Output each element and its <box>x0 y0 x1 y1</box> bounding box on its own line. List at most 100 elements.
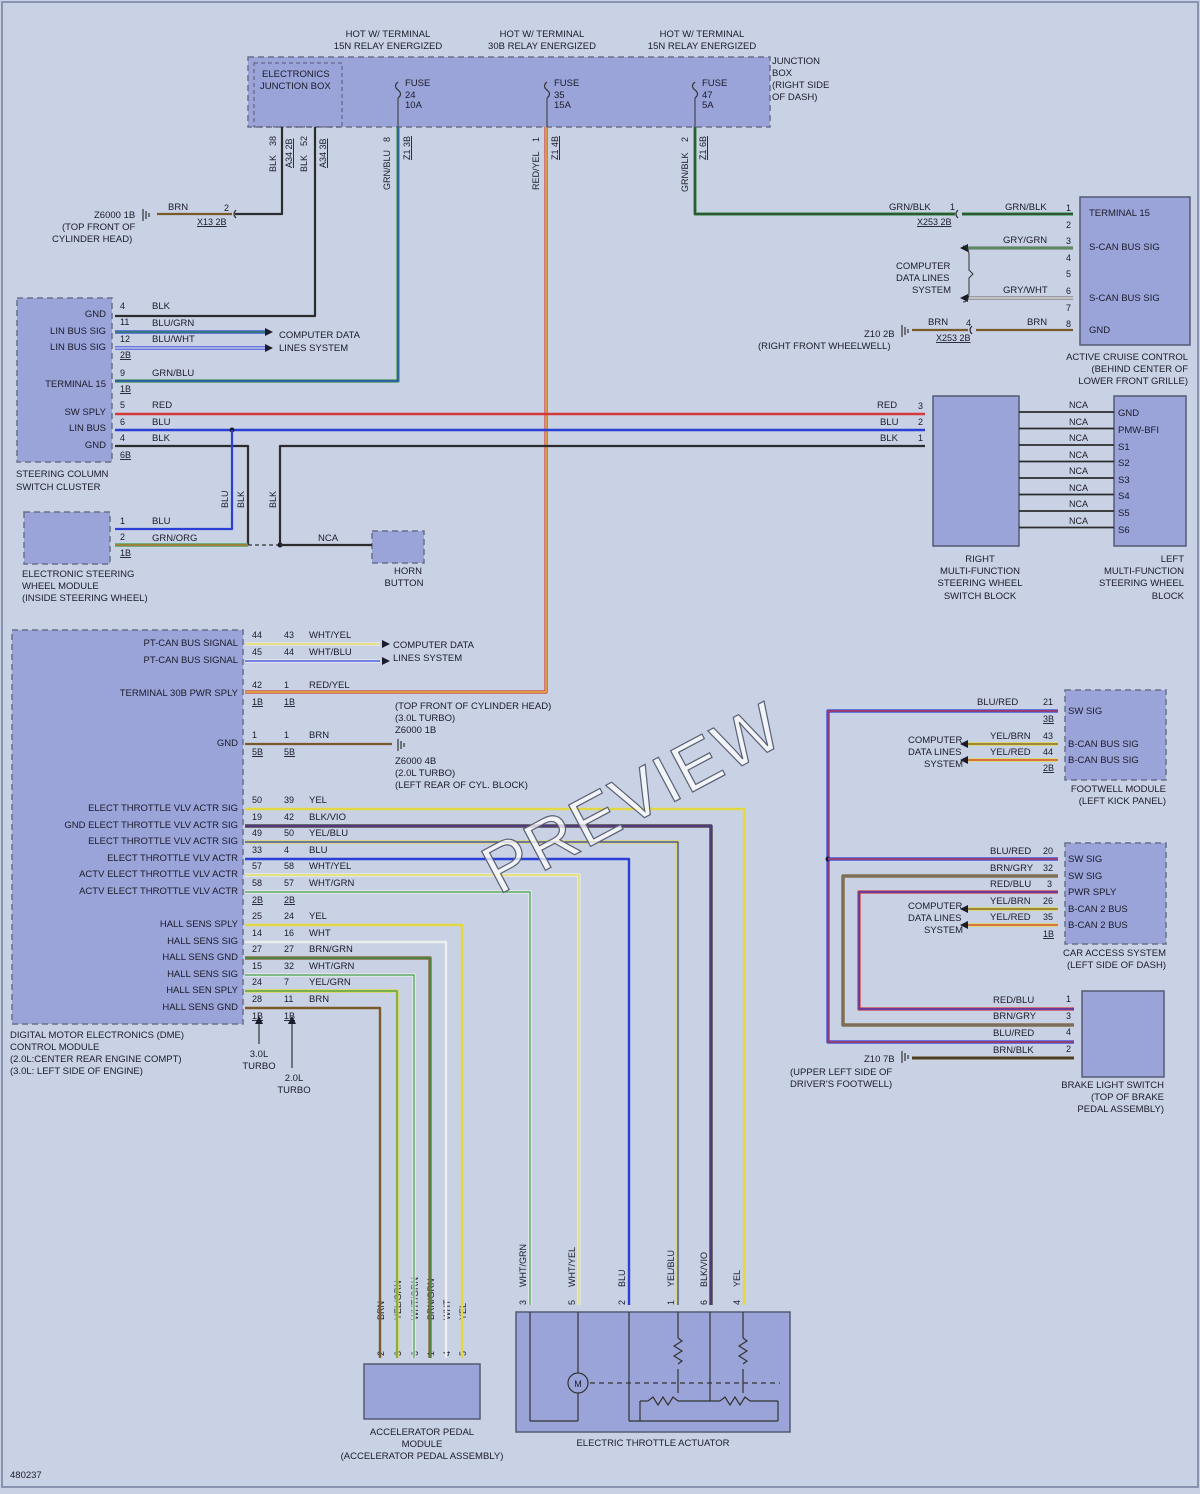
steering-column-switch-cluster: GND LIN BUS SIG LIN BUS SIG TERMINAL 15 … <box>16 297 361 493</box>
scc-label-lin1: LIN BUS SIG <box>50 326 106 337</box>
lmf-name-3: STEERING WHEEL <box>1099 578 1184 589</box>
dme-row-wire: RED/YEL <box>309 680 350 691</box>
fw-cds-2: DATA LINES <box>908 747 962 758</box>
wire-brngry-cas-bls-stripe <box>842 875 1074 1026</box>
eta-name: ELECTRIC THROTTLE ACTUATOR <box>576 1438 729 1449</box>
jb-conn-z1-3b: Z1 3B <box>402 136 412 160</box>
dme-row-label: ELECT THROTTLE VLV ACTR SIG <box>88 836 238 847</box>
fuse-24: FUSE 24 10A <box>394 78 430 111</box>
dme-row-label: TERMINAL 30B PWR SPLY <box>120 688 239 699</box>
junction-box: ELECTRONICS JUNCTION BOX JUNCTION BOX (R… <box>247 56 829 128</box>
hot-label-3-line2: 15N RELAY ENERGIZED <box>648 41 757 52</box>
car-access-system: SW SIG SW SIG PWR SPLY B-CAN 2 BUS B-CAN… <box>908 842 1167 971</box>
wire-blk-52 <box>115 127 317 318</box>
eta-pin-label: 2 <box>617 1300 627 1305</box>
acc-wire-grywht: GRY/WHT <box>1003 285 1048 296</box>
turbo-30-2: TURBO <box>242 1061 275 1072</box>
cas-conn-1b: 1B <box>1043 929 1054 939</box>
cas-pin-32: 32 <box>1043 863 1053 873</box>
bls-ground-desc-2: DRIVER'S FOOTWELL) <box>790 1079 892 1090</box>
dme-row-pin-a: 50 <box>252 795 262 805</box>
lmf-label-s5: S5 <box>1118 508 1130 519</box>
acc-wire-brn-right: BRN <box>1027 317 1047 328</box>
dme-row-pin-b: 50 <box>284 828 294 838</box>
dme-row-pin-a: 25 <box>252 911 262 921</box>
dme-row-pin-a: 58 <box>252 878 262 888</box>
fuse-35: FUSE 35 15A <box>543 78 579 111</box>
dme-row-wire: BLU <box>309 845 328 856</box>
motor-label: M <box>574 1379 582 1389</box>
bls-wire-brngry: BRN/GRY <box>993 1011 1037 1022</box>
jb-conn-z1-6b: Z1 6B <box>698 136 708 160</box>
lmf-label-s4: S4 <box>1118 491 1130 502</box>
jb-conn-a34-3b: A34 3B <box>318 138 328 168</box>
turbo-30-1: 3.0L <box>250 1049 269 1060</box>
rmf-nca-3: NCA <box>1069 433 1088 443</box>
wire-grnblu-stripe <box>115 127 399 382</box>
wire-whtyel-eta-5-stripe <box>245 874 580 1305</box>
fw-wire-yelred: YEL/RED <box>990 747 1031 758</box>
lmf-label-s3: S3 <box>1118 475 1130 486</box>
eta-wire-label: BLU <box>617 1269 627 1287</box>
hot-label-1-line1: HOT W/ TERMINAL <box>346 29 431 40</box>
eswm-box <box>23 511 111 565</box>
fw-conn-3b: 3B <box>1043 714 1054 724</box>
jb-exit-labels: BLK 38 A34 2B BLK 52 A34 3B GRN/BLU 8 Z1… <box>268 136 708 192</box>
eta-wire-label: YEL/BLU <box>666 1250 676 1287</box>
dme-notegnd-1: Z6000 4B <box>395 756 436 767</box>
scc-pin-5: 5 <box>120 400 125 410</box>
fuse-47-label: FUSE <box>702 78 727 89</box>
scc-arrow-1 <box>265 328 273 336</box>
scc-pin-6: 6 <box>120 417 125 427</box>
dme-row-pin-b: 57 <box>284 878 294 888</box>
ground-top-desc-1: (TOP FRONT OF <box>62 222 136 233</box>
rmf-name-1: RIGHT <box>965 554 995 565</box>
ejb-label-2: JUNCTION BOX <box>260 81 331 92</box>
turbo-20-2: TURBO <box>277 1085 310 1096</box>
eta-pin-label: 1 <box>666 1300 676 1305</box>
dme-name-3: (2.0L:CENTER REAR ENGINE COMPT) <box>10 1054 182 1065</box>
dme-row-pin-b: 24 <box>284 911 294 921</box>
eswm-name-1: ELECTRONIC STEERING <box>22 569 134 580</box>
fuse-35-num: 35 <box>554 90 565 101</box>
dme-box <box>11 629 244 1025</box>
scc-wire-bluwht: BLU/WHT <box>152 334 195 345</box>
fw-wire-yelbrn: YEL/BRN <box>990 731 1031 742</box>
scc-conn-6b: 6B <box>120 450 131 460</box>
scc-label-term15: TERMINAL 15 <box>45 379 106 390</box>
hot-label-3-line1: HOT W/ TERMINAL <box>660 29 745 40</box>
connector-x253-b <box>969 325 973 335</box>
rmf-pin-3: 3 <box>918 401 923 411</box>
cas-wire-yelbrn: YEL/BRN <box>990 896 1031 907</box>
acc-label-term15: TERMINAL 15 <box>1089 208 1150 219</box>
wiring <box>115 127 1114 1358</box>
acc-name-1: ACTIVE CRUISE CONTROL <box>1066 352 1188 363</box>
fuse-47-amp: 5A <box>702 100 714 111</box>
scc-cds-2: LINES SYSTEM <box>279 343 348 354</box>
cas-pin-26: 26 <box>1043 896 1053 906</box>
bls-wire-blured: BLU/RED <box>993 1028 1034 1039</box>
scc-conn-2b: 2B <box>120 350 131 360</box>
ground-top-desc-2: CYLINDER HEAD) <box>52 234 132 245</box>
dme-row-pin-a: 28 <box>252 994 262 1004</box>
jb-conn-a34-2b: A34 2B <box>284 138 294 168</box>
jb-wire-redyel: RED/YEL <box>531 151 541 190</box>
dme-row-wire: WHT/YEL <box>309 630 351 641</box>
dme-row-pin-a: 57 <box>252 861 262 871</box>
left-multifunction-block: GND PMW-BFI S1 S2 S3 S4 S5 S6 LEFT MULTI… <box>1099 395 1187 602</box>
jb-outer-3: (RIGHT SIDE <box>772 80 829 91</box>
scc-label-swsply: SW SPLY <box>64 407 106 418</box>
cas-wire-blured: BLU/RED <box>990 846 1031 857</box>
scc-wire-blu: BLU <box>152 417 171 428</box>
footwell-module: SW SIG B-CAN BUS SIG B-CAN BUS SIG 21 3B… <box>908 689 1167 807</box>
eswm-wire-blu: BLU <box>152 516 171 527</box>
cas-box <box>1064 842 1167 945</box>
acc-cds-1: COMPUTER <box>896 261 951 272</box>
horn-button: HORN BUTTON <box>371 530 425 589</box>
acc-ground-icon <box>901 325 909 337</box>
rmf-nca-2: NCA <box>1069 417 1088 427</box>
fw-pin-43: 43 <box>1043 731 1053 741</box>
fw-arrow-2 <box>960 756 968 764</box>
dme-row-pin-b: 39 <box>284 795 294 805</box>
fuse-35-icon <box>543 81 551 99</box>
